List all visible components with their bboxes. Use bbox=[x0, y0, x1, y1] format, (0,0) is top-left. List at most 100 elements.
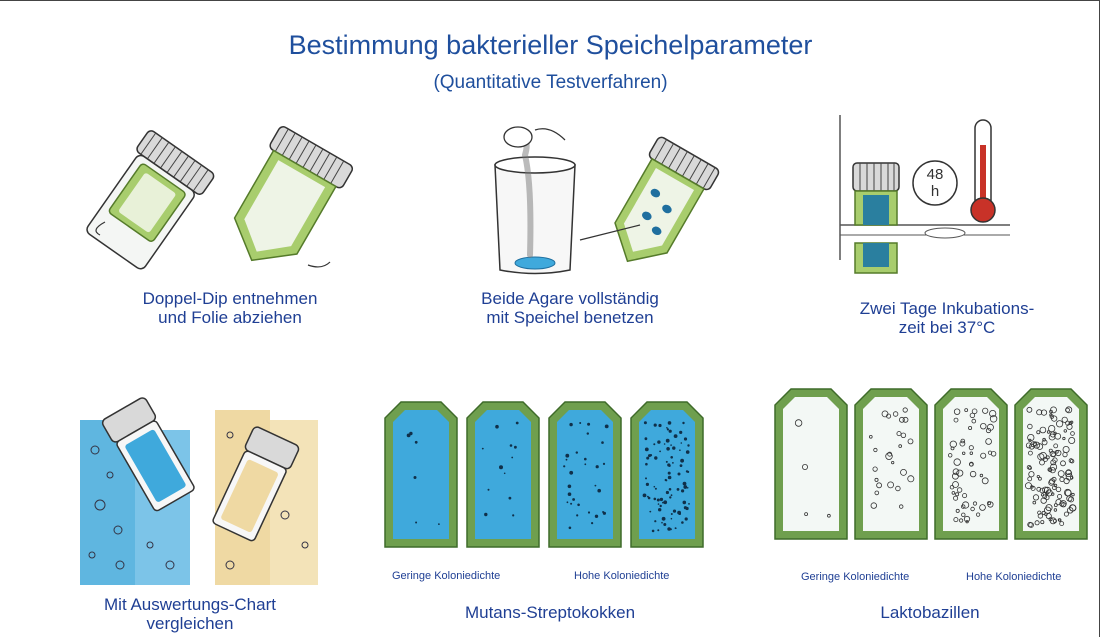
mutans-colony-dot bbox=[597, 489, 601, 493]
mutans-colony-dot bbox=[680, 459, 684, 463]
mutans-colony-dot bbox=[658, 424, 661, 427]
mutans-colony-dot bbox=[684, 437, 687, 440]
mutans-colony-dot bbox=[569, 471, 573, 475]
lakto-panel-3 bbox=[935, 389, 1007, 539]
mutans-colony-dot bbox=[438, 523, 440, 525]
mutans-colony-dot bbox=[667, 428, 669, 430]
figure-title: Bestimmung bakterieller Speichelparamete… bbox=[0, 30, 1101, 61]
step4-line1: Mit Auswertungs-Chart bbox=[104, 595, 276, 614]
mutans-colony-dot bbox=[645, 477, 647, 479]
lakto-panel-2 bbox=[855, 389, 927, 539]
dipslide-vial-left bbox=[81, 129, 216, 274]
dipslide-vial-right bbox=[215, 125, 354, 281]
mutans-colony-dot bbox=[570, 503, 572, 505]
lakto-high-label: Hohe Koloniedichte bbox=[966, 571, 1061, 583]
mutans-colony-dot bbox=[668, 421, 672, 425]
mutans-colony-dot bbox=[674, 434, 678, 438]
mutans-colony-dot bbox=[654, 424, 657, 427]
mutans-colony-dot bbox=[657, 440, 660, 443]
mutans-colony-dot bbox=[671, 494, 673, 496]
mutans-high-label: Hohe Koloniedichte bbox=[574, 570, 669, 582]
mutans-colony-dot bbox=[668, 472, 671, 475]
step3-illustration: 48 h bbox=[835, 115, 1015, 285]
mutans-panel-4 bbox=[631, 402, 703, 547]
mutans-colony-dot bbox=[568, 485, 572, 489]
mutans-colony-dot bbox=[596, 465, 599, 468]
mutans-colony-dot bbox=[488, 489, 490, 491]
mutans-low-label: Geringe Koloniedichte bbox=[392, 570, 500, 582]
mutans-colony-dot bbox=[649, 511, 651, 513]
figure-subtitle: (Quantitative Testverfahren) bbox=[0, 72, 1101, 94]
mutans-panel-1 bbox=[385, 402, 457, 547]
mutans-colony-dot bbox=[666, 461, 668, 463]
mutans-colony-dot bbox=[645, 437, 648, 440]
mutans-colony-dot bbox=[685, 517, 688, 520]
mutans-colony-dot bbox=[645, 463, 648, 466]
mutans-colony-dot bbox=[669, 430, 672, 433]
mutans-colony-dot bbox=[678, 473, 681, 476]
mutans-colony-dot bbox=[681, 442, 683, 444]
mutans-colony-dot bbox=[595, 485, 597, 487]
mutans-colony-dot bbox=[414, 476, 417, 479]
mutans-colony-dot bbox=[646, 483, 649, 486]
mutans-colony-dot bbox=[645, 448, 649, 452]
mutans-colony-dot bbox=[648, 454, 651, 457]
mutans-panels bbox=[385, 398, 715, 558]
mutans-colony-dot bbox=[670, 456, 673, 459]
step1-caption: Doppel-Dip entnehmen und Folie abziehen bbox=[95, 289, 365, 327]
mutans-colony-dot bbox=[672, 462, 674, 464]
mutans-colony-dot bbox=[514, 446, 517, 449]
mutans-colony-dot bbox=[663, 500, 667, 504]
mutans-colony-dot bbox=[569, 527, 572, 530]
mutans-colony-dot bbox=[603, 463, 605, 465]
mutans-caption: Mutans-Streptokokken bbox=[430, 603, 670, 622]
mutans-colony-dot bbox=[687, 487, 689, 489]
mutans-colony-dot bbox=[669, 488, 672, 491]
mutans-colony-dot bbox=[409, 432, 412, 435]
mutans-colony-dot bbox=[565, 454, 569, 458]
mutans-colony-dot bbox=[655, 488, 657, 490]
step4-caption: Mit Auswertungs-Chart vergleichen bbox=[60, 595, 320, 633]
mutans-colony-dot bbox=[482, 448, 484, 450]
mutans-colony-dot bbox=[658, 508, 661, 511]
mutans-colony-dot bbox=[512, 514, 514, 516]
step1-line1: Doppel-Dip entnehmen bbox=[143, 289, 318, 308]
mutans-colony-dot bbox=[683, 482, 687, 486]
mutans-colony-dot bbox=[591, 522, 593, 524]
step2-illustration bbox=[440, 125, 730, 285]
mutans-colony-dot bbox=[605, 425, 609, 429]
mutans-colony-dot bbox=[511, 457, 513, 459]
mutans-colony-dot bbox=[665, 479, 667, 481]
mutans-colony-dot bbox=[654, 498, 657, 501]
mutans-colony-dot bbox=[687, 471, 689, 473]
mutans-colony-dot bbox=[679, 449, 681, 451]
mutans-colony-dot bbox=[658, 503, 660, 505]
mutans-colony-dot bbox=[576, 451, 578, 453]
mutans-colony-dot bbox=[415, 522, 417, 524]
mutans-colony-dot bbox=[516, 422, 519, 425]
mutans-colony-dot bbox=[654, 486, 656, 488]
incubated-vial bbox=[853, 163, 899, 273]
step2-line2: mit Speichel benetzen bbox=[486, 308, 653, 327]
mutans-colony-dot bbox=[587, 423, 590, 426]
mutans-colony-dot bbox=[652, 530, 655, 533]
lakto-caption: Laktobazillen bbox=[840, 603, 1020, 622]
mutans-colony-dot bbox=[666, 439, 670, 443]
mutans-colony-dot bbox=[643, 494, 647, 498]
mutans-colony-dot bbox=[683, 485, 687, 489]
mutans-colony-dot bbox=[566, 459, 568, 461]
mutans-colony-dot bbox=[495, 425, 499, 429]
mutans-colony-dot bbox=[572, 498, 575, 501]
mutans-panel-2 bbox=[467, 402, 539, 547]
mutans-colony-dot bbox=[680, 464, 683, 467]
mutans-colony-dot bbox=[671, 518, 673, 520]
mutans-colony-dot bbox=[568, 492, 572, 496]
mutans-colony-dot bbox=[657, 529, 659, 531]
mutans-colony-dot bbox=[671, 513, 673, 515]
mutans-colony-dot bbox=[647, 496, 649, 498]
mutans-colony-dot bbox=[667, 463, 670, 466]
lakto-panel-4 bbox=[1015, 389, 1087, 539]
mutans-colony-dot bbox=[576, 514, 578, 516]
mutans-colony-dot bbox=[587, 432, 589, 434]
dipslide-wetted bbox=[597, 136, 720, 279]
